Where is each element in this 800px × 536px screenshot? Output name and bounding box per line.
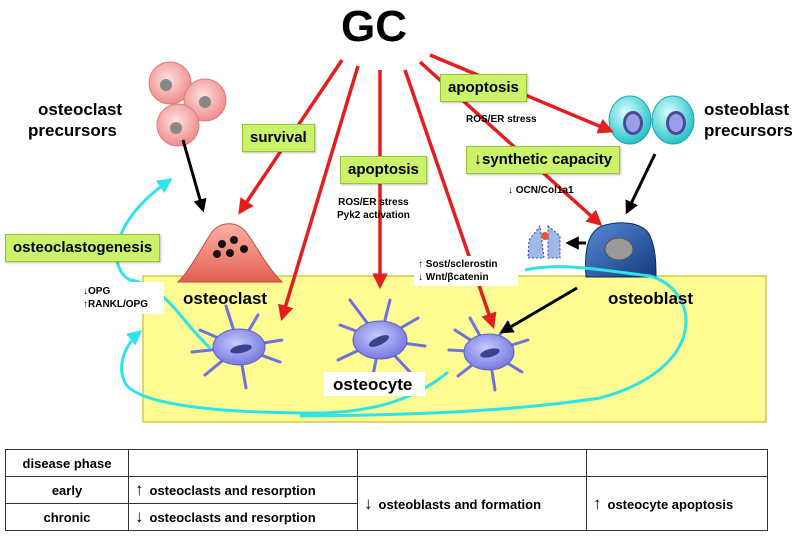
rankl-opg-text: RANKL/OPG (88, 299, 148, 310)
osteoclast-label: osteoclast (183, 289, 268, 308)
opg-rankl-note: ↓OPG ↑RANKL/OPG (83, 285, 148, 311)
header-cell-blasts (357, 449, 587, 477)
table-header-row: disease phase (5, 449, 768, 477)
cytes-cell: ↑ osteocyte apoptosis (586, 476, 768, 531)
osteoblast-label: osteoblast (608, 289, 694, 308)
down-arrow-icon: ↓ (474, 151, 482, 168)
osteocyte-apoptosis-box: apoptosis (340, 156, 427, 184)
header-cell-clasts (128, 449, 358, 477)
up-arrow-icon: ↑ (418, 259, 426, 270)
apoptotic-osteoblast (527, 224, 561, 259)
sost-wnt-note: ↑ Sost/sclerostin ↓ Wnt/βcatenin (418, 258, 497, 284)
synthetic-capacity-text: synthetic capacity (482, 151, 613, 168)
osteoblast-precursors-line2: precursors (704, 121, 793, 140)
down-arrow-icon: ↓ (83, 286, 88, 297)
gc-bone-diagram: GC osteoclast precursors osteoblast prec… (5, 2, 793, 423)
chronic-phase-cell: chronic (5, 503, 129, 531)
up-arrow-icon: ↑ (135, 480, 144, 499)
ocn-col1a1-note: ↓ OCN/Col1a1 (508, 184, 574, 197)
blasts-cell: ↓ osteoblasts and formation (357, 476, 587, 531)
pyk2-activation: Pyk2 activation (337, 210, 410, 221)
gc-title: GC (341, 2, 407, 51)
osteoclast-precursors-line1: osteoclast (38, 100, 123, 119)
disease-phase-table: disease phase early ↑ osteoclasts and res… (5, 449, 768, 531)
osteoblast-precursors-label: osteoblast precursors (704, 99, 793, 141)
down-arrow-icon: ↓ (135, 507, 144, 526)
osteoclast-cell (176, 223, 284, 283)
header-cell-cytes (586, 449, 768, 477)
blasts-text: osteoblasts and formation (378, 496, 542, 512)
table-row-early: early ↑ osteoclasts and resorption ↓ osteo… (5, 476, 768, 531)
ocn-col1a1-text: OCN/Col1a1 (515, 185, 574, 196)
osteocyte-label-bg (324, 372, 425, 396)
up-arrow-icon: ↑ (593, 493, 602, 513)
osteoblast-apoptosis-box: apoptosis (440, 74, 527, 102)
osteoclast-precursors-line2: precursors (28, 121, 117, 140)
osteocyte-label: osteocyte (333, 375, 413, 394)
chronic-clasts-text: osteoclasts and resorption (149, 510, 316, 525)
disease-phase-header: disease phase (5, 449, 129, 477)
sost-text: Sost/sclerostin (425, 259, 498, 270)
chronic-clasts-cell: ↓ osteoclasts and resorption (128, 503, 358, 531)
opg-note-bg (80, 282, 164, 314)
survival-box: survival (242, 124, 315, 152)
early-clasts-text: osteoclasts and resorption (149, 483, 316, 498)
early-clasts-cell: ↑ osteoclasts and resorption (128, 476, 358, 504)
osteoblast-precursors-line1: osteoblast (704, 100, 790, 119)
osteoblast-precursor-cells (608, 95, 695, 145)
down-arrow-icon: ↓ (364, 493, 373, 513)
cytes-text: osteocyte apoptosis (607, 496, 734, 512)
wnt-text: Wnt/βcatenin (425, 272, 489, 283)
down-arrow-icon: ↓ (508, 185, 516, 196)
table-row-chronic: chronic ↓ osteoclasts and resorption (5, 503, 768, 531)
opg-text: OPG (88, 286, 111, 297)
early-phase-cell: early (5, 476, 129, 504)
osteoclast-precursor-cells (148, 61, 227, 147)
osteoblast-cell (585, 222, 657, 278)
ros-er-stress-osteoblast: ROS/ER stress (466, 114, 537, 125)
up-arrow-icon: ↑ (83, 299, 88, 310)
osteoclast-precursors-label: osteoclast precursors (28, 99, 123, 141)
ros-er-stress-osteocyte: ROS/ER stress (338, 197, 409, 208)
sost-note-bg (414, 256, 518, 286)
osteoclastogenesis-box: osteoclastogenesis (5, 234, 161, 262)
osteocyte-mechanism-note: ROS/ER stress Pyk2 activation (337, 196, 410, 222)
down-arrow-icon: ↓ (418, 272, 426, 283)
synthetic-capacity-box: ↓synthetic capacity (466, 146, 621, 174)
